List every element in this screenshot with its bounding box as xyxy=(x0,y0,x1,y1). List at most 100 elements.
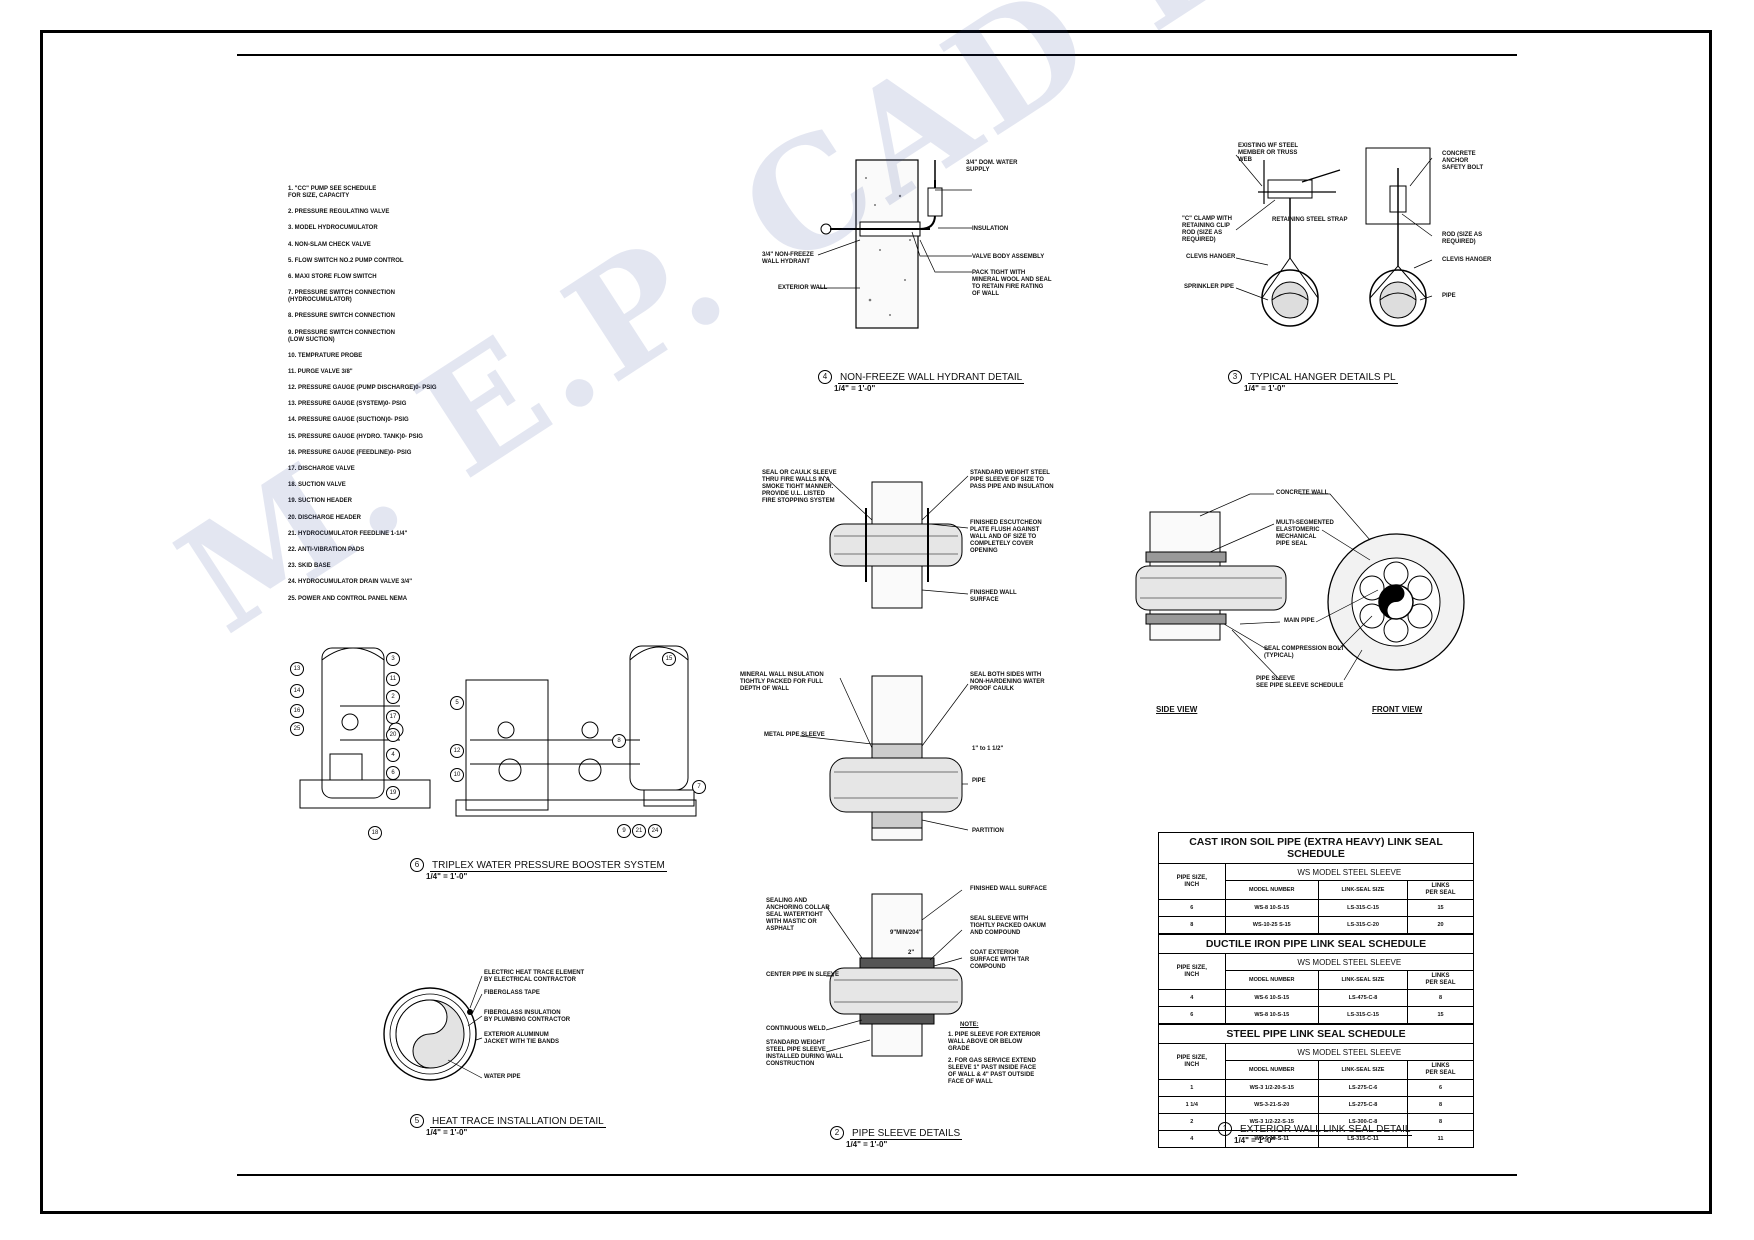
legend-item: 14. PRESSURE GAUGE (SUCTION)0- PSIG xyxy=(288,417,409,424)
detail-5-scale: 1/4" = 1'-0" xyxy=(426,1128,468,1137)
col-group: WS MODEL STEEL SLEEVE xyxy=(1224,1043,1475,1061)
label-existing-wf: EXISTING WF STEEL MEMBER OR TRUSS WEB xyxy=(1238,143,1299,163)
table-cell: 15 xyxy=(1407,1006,1474,1024)
booster-callout: 5 xyxy=(450,696,464,710)
col-links: LINKS PER SEAL xyxy=(1407,880,1474,900)
col-link: LINK-SEAL SIZE xyxy=(1317,1060,1409,1080)
label-water-pipe: WATER PIPE xyxy=(484,1074,521,1080)
booster-callout: 8 xyxy=(612,734,626,748)
booster-callout: 21 xyxy=(632,824,646,838)
label-valve-body: VALVE BODY ASSEMBLY xyxy=(972,254,1045,260)
detail-4-name: NON-FREEZE WALL HYDRANT DETAIL xyxy=(838,371,1025,384)
booster-callout: 19 xyxy=(386,786,400,800)
label-heat-element: ELECTRIC HEAT TRACE ELEMENT BY ELECTRICA… xyxy=(484,970,585,983)
booster-callout: 15 xyxy=(662,652,676,666)
booster-callout: 20 xyxy=(386,728,400,742)
label-hanger-pipe: PIPE xyxy=(1442,293,1456,299)
table-cell: 8 xyxy=(1407,989,1474,1007)
legend-item: 15. PRESSURE GAUGE (HYDRO. TANK)0- PSIG xyxy=(288,433,423,440)
detail-4-scale: 1/4" = 1'-0" xyxy=(834,384,876,393)
legend-item: 24. HYDROCUMULATOR DRAIN VALVE 3/4" xyxy=(288,579,413,586)
label-concrete-anchor: CONCRETE ANCHOR SAFETY BOLT xyxy=(1442,151,1484,171)
booster-callout: 7 xyxy=(692,780,706,794)
legend-item: 7. PRESSURE SWITCH CONNECTION (HYDROCUMU… xyxy=(288,290,396,304)
label-seal-sleeve: SEAL SLEEVE WITH TIGHTLY PACKED OAKUM AN… xyxy=(970,916,1046,936)
detail-5-name: HEAT TRACE INSTALLATION DETAIL xyxy=(430,1115,606,1128)
col-model: MODEL NUMBER xyxy=(1224,970,1319,990)
table-cell: 2 xyxy=(1158,1113,1226,1131)
label-multi-segmented: MULTI-SEGMENTED ELASTOMERIC MECHANICAL P… xyxy=(1276,520,1334,547)
label-pipe-sleeve-schedule: PIPE SLEEVE SEE PIPE SLEEVE SCHEDULE xyxy=(1256,676,1344,689)
label-dim-2in: 2" xyxy=(908,950,915,956)
detail-2-name: PIPE SLEEVE DETAILS xyxy=(850,1127,963,1140)
col-link: LINK-SEAL SIZE xyxy=(1317,880,1409,900)
label-sprinkler-pipe: SPRINKLER PIPE xyxy=(1184,284,1235,290)
table-cell: 20 xyxy=(1407,916,1474,934)
detail-3-bubble: 3 xyxy=(1228,370,1242,384)
booster-callout: 13 xyxy=(290,662,304,676)
booster-callout: 6 xyxy=(386,766,400,780)
col-link: LINK-SEAL SIZE xyxy=(1317,970,1409,990)
label-continuous-weld: CONTINUOUS WELD xyxy=(766,1026,826,1032)
table-cell: 8 xyxy=(1158,916,1226,934)
legend-item: 25. POWER AND CONTROL PANEL NEMA xyxy=(288,595,408,602)
booster-callout: 14 xyxy=(290,684,304,698)
table-cell: 8 xyxy=(1407,1113,1474,1131)
table-cell: WS-10-25 S-15 xyxy=(1224,916,1319,934)
col-model: MODEL NUMBER xyxy=(1224,880,1319,900)
table-cell: 4 xyxy=(1158,1130,1226,1148)
note-1: 1. PIPE SLEEVE FOR EXTERIOR WALL ABOVE O… xyxy=(948,1032,1041,1052)
label-coat-exterior: COAT EXTERIOR SURFACE WITH TAR COMPOUND xyxy=(970,950,1030,970)
label-exterior-wall: EXTERIOR WALL xyxy=(778,285,828,291)
table-cell: 11 xyxy=(1407,1130,1474,1148)
table-cell: 4 xyxy=(1158,989,1226,1007)
label-partition: PARTITION xyxy=(972,828,1004,834)
booster-callout: 2 xyxy=(386,690,400,704)
table-cell: 6 xyxy=(1158,899,1226,917)
detail-4-bubble: 4 xyxy=(818,370,832,384)
label-std-weight-sleeve: STANDARD WEIGHT STEEL PIPE SLEEVE INSTAL… xyxy=(766,1040,844,1067)
sheet-border xyxy=(40,30,1712,1214)
detail-2-bubble: 2 xyxy=(830,1126,844,1140)
label-retaining-strap: RETAINING STEEL STRAP xyxy=(1272,217,1348,223)
label-dom-water: 3/4" DOM. WATER SUPPLY xyxy=(966,160,1018,173)
label-c-clamp: "C" CLAMP WITH RETAINING CLIP ROD (SIZE … xyxy=(1182,216,1232,243)
table-cell: 1 xyxy=(1158,1079,1226,1097)
label-seal-both: SEAL BOTH SIDES WITH NON-HARDENING WATER… xyxy=(970,672,1045,692)
legend-item: 2. PRESSURE REGULATING VALVE xyxy=(288,209,390,216)
detail-4-title: 4 NON-FREEZE WALL HYDRANT DETAIL 1/4" = 1… xyxy=(818,370,1025,393)
label-clevis-1: CLEVIS HANGER xyxy=(1186,254,1236,260)
legend-item: 20. DISCHARGE HEADER xyxy=(288,514,362,521)
label-finished-wall: FINISHED WALL SURFACE xyxy=(970,590,1017,603)
table-cell: 6 xyxy=(1407,1079,1474,1097)
top-rule xyxy=(237,54,1517,56)
link-seal-tables: CAST IRON SOIL PIPE (EXTRA HEAVY) LINK S… xyxy=(1158,832,1475,1148)
note-heading: NOTE: xyxy=(960,1022,979,1028)
legend-item: 9. PRESSURE SWITCH CONNECTION (LOW SUCTI… xyxy=(288,329,396,343)
table-cell: 1 1/4 xyxy=(1158,1096,1226,1114)
table-cell: WS-8 10-S-15 xyxy=(1224,1006,1319,1024)
booster-callout: 10 xyxy=(450,768,464,782)
booster-callout: 18 xyxy=(368,826,382,840)
legend-item: 17. DISCHARGE VALVE xyxy=(288,466,355,472)
table-cell: WS-3 1/2-20-S-15 xyxy=(1224,1079,1319,1097)
detail-6-scale: 1/4" = 1'-0" xyxy=(426,872,468,881)
table-cell: LS-275-C-8 xyxy=(1317,1096,1409,1114)
col-links: LINKS PER SEAL xyxy=(1407,1060,1474,1080)
legend-item: 21. HYDROCUMULATOR FEEDLINE 1-1/4" xyxy=(288,530,408,537)
legend-item: 22. ANTI-VIBRATION PADS xyxy=(288,546,365,553)
detail-1-scale: 1/4" = 1'-0" xyxy=(1234,1136,1276,1145)
col-size: PIPE SIZE, INCH xyxy=(1158,863,1226,900)
table-cell: WS-3-21-S-20 xyxy=(1224,1096,1319,1114)
label-center-pipe: CENTER PIPE IN SLEEVE xyxy=(766,972,840,978)
legend-item: 18. SUCTION VALVE xyxy=(288,482,346,489)
